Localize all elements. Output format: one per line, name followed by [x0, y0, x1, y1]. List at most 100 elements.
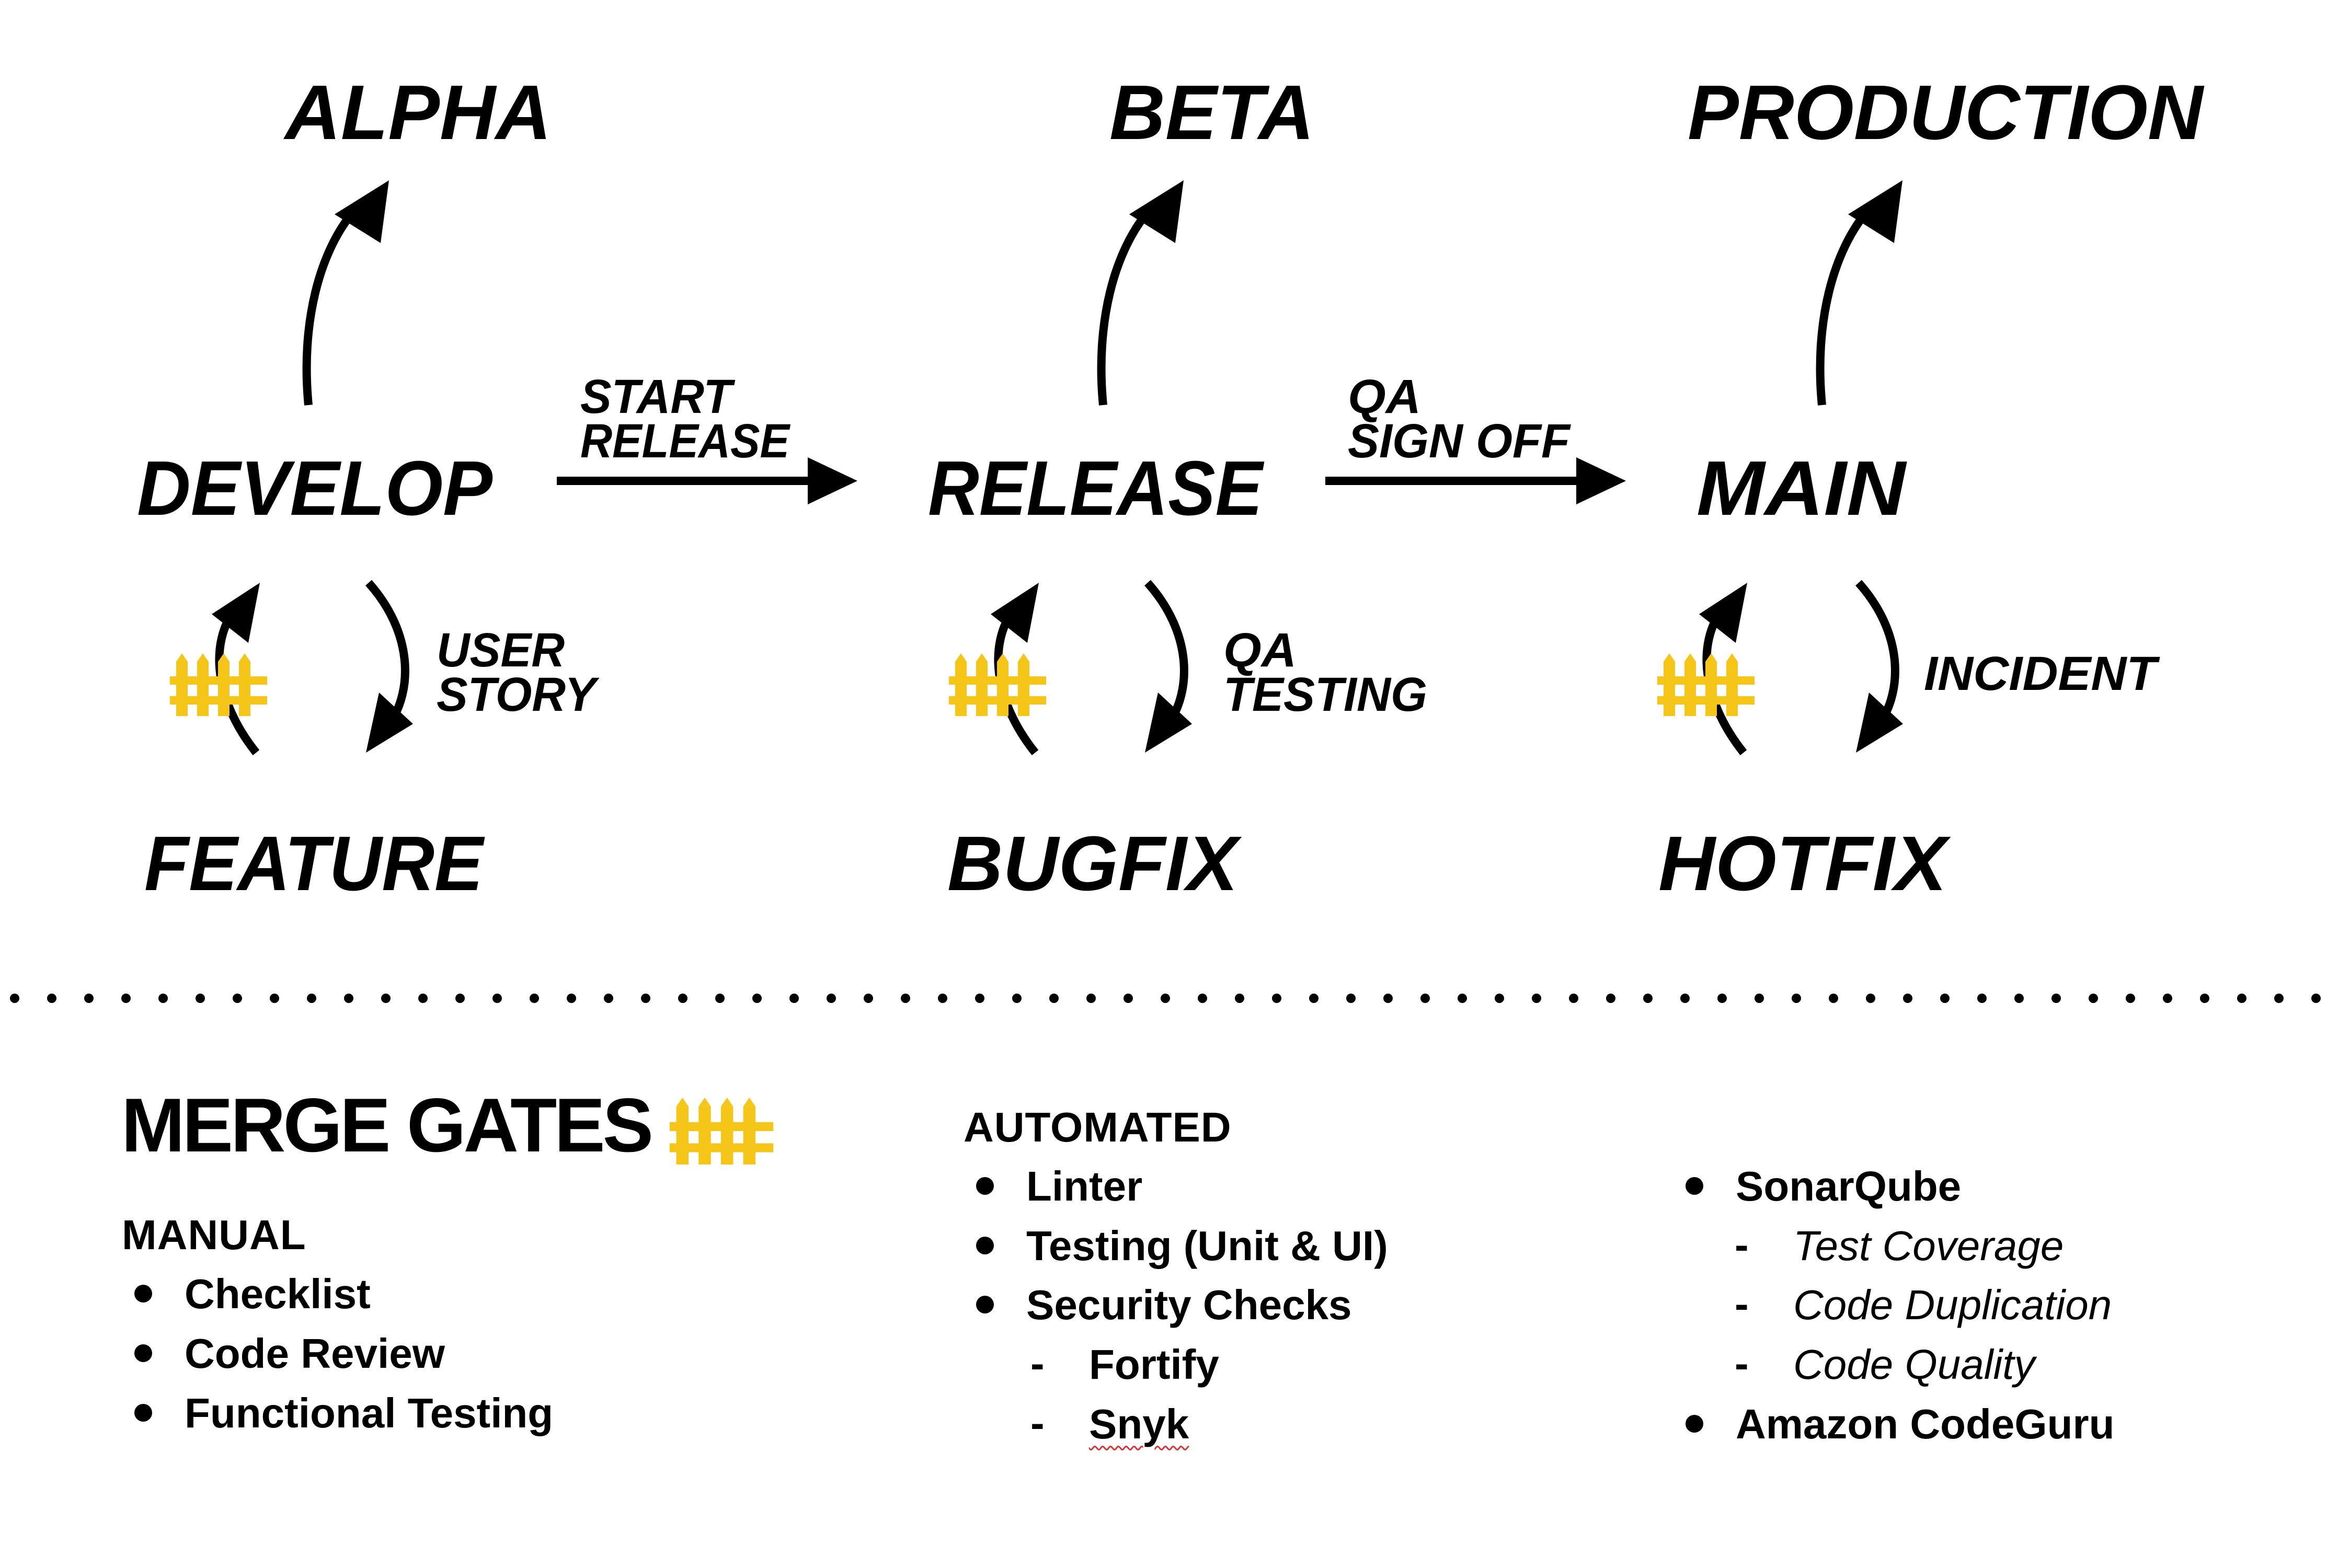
divider-dot — [1086, 994, 1096, 1003]
divider-dot — [1717, 994, 1727, 1003]
divider-dot — [715, 994, 725, 1003]
divider-dot — [530, 994, 539, 1003]
divider-dot — [381, 994, 391, 1003]
divider-dot — [901, 994, 910, 1003]
divider-dot — [938, 994, 947, 1003]
divider-dot — [2311, 994, 2321, 1003]
divider-dot — [1569, 994, 1578, 1003]
list-item: Checklist — [134, 1273, 371, 1315]
divider-dot — [1755, 994, 1764, 1003]
node-develop: DEVELOP — [137, 445, 492, 532]
divider-dot — [1643, 994, 1653, 1003]
divider-dot — [789, 994, 799, 1003]
node-alpha: ALPHA — [283, 70, 552, 156]
list-item: SonarQube — [1686, 1166, 1961, 1207]
merge-gates-title: MERGE GATES — [121, 1087, 778, 1165]
divider-dot — [1680, 994, 1690, 1003]
divider-dot — [47, 994, 56, 1003]
list-item: Testing (Unit & UI) — [976, 1225, 1388, 1267]
divider-dot — [344, 994, 353, 1003]
divider-dot — [1124, 994, 1133, 1003]
divider-dot — [2163, 994, 2172, 1003]
list-item: Amazon CodeGuru — [1686, 1403, 2114, 1445]
divider-dot — [492, 994, 502, 1003]
divider-dot — [1532, 994, 1541, 1003]
divider-dot — [233, 994, 242, 1003]
divider-dot — [84, 994, 94, 1003]
divider-dot — [2014, 994, 2024, 1003]
divider-dot — [2126, 994, 2135, 1003]
label-qa-testing-line1: QA — [1223, 624, 1297, 677]
divider-dot — [2089, 994, 2098, 1003]
divider-dot — [270, 994, 279, 1003]
label-qa-signoff-line2: SIGN OFF — [1348, 414, 1572, 468]
label-user-story-line2: STORY — [437, 668, 600, 721]
arrow-develop-release — [557, 457, 857, 504]
dotted-divider — [10, 994, 2321, 1003]
divider-dot — [752, 994, 762, 1003]
sub-list-item: -Snyk — [1030, 1400, 1189, 1447]
divider-dot — [10, 994, 19, 1003]
arrow-release-beta — [1097, 180, 1184, 406]
divider-dot — [1458, 994, 1467, 1003]
divider-dot — [196, 994, 205, 1003]
divider-dot — [1977, 994, 1987, 1003]
arrow-release-main — [1325, 457, 1626, 504]
divider-dot — [2200, 994, 2209, 1003]
node-feature: FEATURE — [144, 821, 485, 907]
divider-dot — [1309, 994, 1319, 1003]
node-production: PRODUCTION — [1688, 70, 2205, 156]
divider-dot — [975, 994, 984, 1003]
divider-dot — [827, 994, 836, 1003]
automated-heading: AUTOMATED — [964, 1104, 1232, 1150]
divider-dot — [1383, 994, 1393, 1003]
divider-dot — [1903, 994, 1912, 1003]
divider-dot — [1012, 994, 1022, 1003]
arrow-main-hotfix — [1855, 580, 1903, 753]
divider-dot — [158, 994, 168, 1003]
node-main: MAIN — [1696, 445, 1907, 532]
divider-dot — [1049, 994, 1059, 1003]
divider-dot — [2237, 994, 2246, 1003]
divider-dot — [864, 994, 873, 1003]
divider-dot — [307, 994, 316, 1003]
divider-dot — [1940, 994, 1950, 1003]
label-start-release-line2: RELEASE — [580, 414, 790, 468]
node-bugfix: BUGFIX — [947, 821, 1242, 907]
sub-list-item: -Test Coverage — [1735, 1221, 2064, 1269]
divider-dot — [418, 994, 428, 1003]
list-item: Linter — [976, 1166, 1142, 1207]
arrow-main-production — [1816, 180, 1902, 406]
arrow-develop-alpha — [302, 180, 389, 406]
divider-dot — [455, 994, 465, 1003]
divider-dot — [2274, 994, 2284, 1003]
sub-list-item: -Code Duplication — [1735, 1281, 2112, 1328]
manual-heading: MANUAL — [122, 1212, 306, 1258]
divider-dot — [1161, 994, 1170, 1003]
divider-dot — [1235, 994, 1244, 1003]
divider-dot — [604, 994, 613, 1003]
divider-dot — [1495, 994, 1504, 1003]
divider-dot — [678, 994, 687, 1003]
sub-list-item: -Code Quality — [1735, 1340, 2035, 1388]
divider-dot — [1606, 994, 1615, 1003]
label-start-release-line1: START — [580, 370, 736, 423]
label-qa-signoff-line1: QA — [1348, 370, 1421, 423]
divider-dot — [121, 994, 131, 1003]
label-incident: INCIDENT — [1924, 647, 2160, 700]
arrow-develop-feature — [365, 580, 413, 753]
divider-dot — [2051, 994, 2061, 1003]
list-item: Code Review — [134, 1333, 445, 1375]
divider-dot — [1346, 994, 1356, 1003]
fence-icon — [669, 1098, 774, 1165]
label-qa-testing-line2: TESTING — [1223, 668, 1427, 721]
divider-dot — [1272, 994, 1281, 1003]
node-release: RELEASE — [928, 445, 1265, 532]
label-user-story-line1: USER — [437, 624, 565, 677]
list-item: Functional Testing — [134, 1392, 553, 1434]
node-beta: BETA — [1109, 70, 1314, 156]
sub-list-item: -Fortify — [1030, 1340, 1219, 1388]
divider-dot — [1198, 994, 1207, 1003]
